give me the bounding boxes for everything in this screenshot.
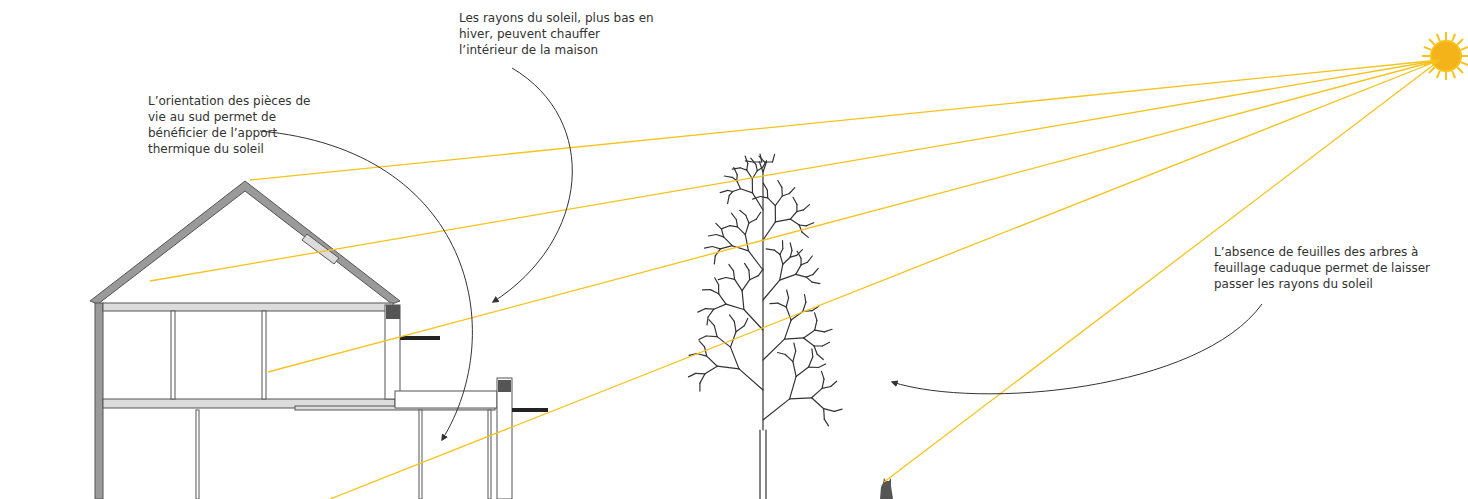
sun [1422, 32, 1468, 80]
callout-text: Les rayons du soleil, plus bas en hiver,… [459, 10, 659, 58]
callout-text: L’absence de feuilles des arbres à feuil… [1214, 244, 1460, 292]
house-section [90, 181, 548, 499]
callout-text: L’orientation des pièces de vie au sud p… [148, 93, 318, 157]
cat-silhouette [880, 478, 893, 499]
leader-lines [260, 68, 1262, 440]
